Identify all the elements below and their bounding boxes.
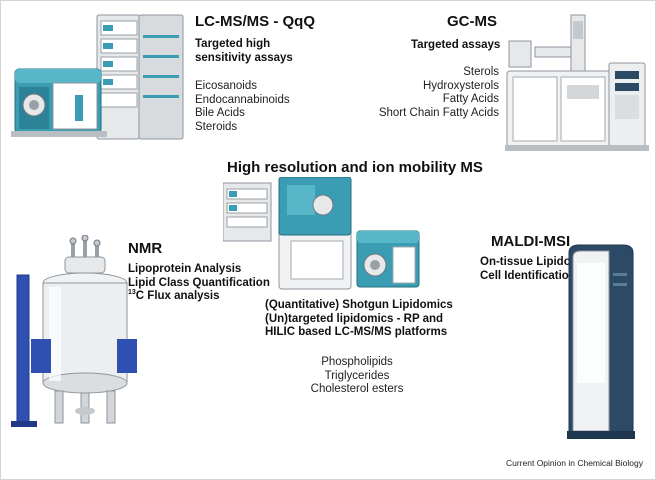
lcms-analyte: Eicosanoids — [195, 80, 258, 92]
nmr-magnet-illustration — [11, 235, 137, 427]
maldi-application: On-tissue Lipidomics — [480, 256, 597, 268]
hrms-method: HILIC based LC-MS/MS platforms — [265, 326, 448, 338]
maldi-title: MALDI-MSI — [491, 233, 571, 250]
hrms-analyte: Phospholipids — [321, 356, 393, 368]
isotope-superscript: 13 — [128, 289, 136, 297]
nmr-flux-text: C Flux analysis — [135, 290, 220, 302]
maldi-application: Cell Identification — [480, 269, 576, 282]
hrms-title: High resolution and ion mobility MS — [227, 159, 483, 176]
hrms-analyte: Cholesterol esters — [310, 383, 404, 395]
gcms-analyte: Sterols — [463, 66, 499, 78]
maldi-application-list: On-tissue Lipidomics Cell Identification — [480, 256, 597, 283]
lcms-subtitle-line: Targeted high — [195, 38, 271, 50]
nmr-title: NMR — [128, 240, 163, 257]
lcms-analyte-list: Eicosanoids Endocannabinoids Bile Acids … — [195, 80, 290, 134]
gcms-analyte: Short Chain Fatty Acids — [378, 106, 499, 119]
lcms-analyte: Endocannabinoids — [195, 93, 290, 106]
journal-caption: Current Opinion in Chemical Biology — [505, 458, 643, 468]
hrms-method: (Un)targeted lipidomics - RP and — [265, 312, 444, 325]
nmr-application: Lipid Class Quantification — [128, 276, 270, 289]
lcms-analyte: Bile Acids — [195, 107, 245, 119]
lcms-qqq-instrument-illustration — [11, 14, 184, 140]
nmr-application: Lipoprotein Analysis — [128, 263, 242, 275]
hrms-analyte: Triglycerides — [324, 369, 390, 382]
hrms-method: (Quantitative) Shotgun Lipidomics — [265, 299, 453, 311]
lcms-title: LC-MS/MS - QqQ — [195, 13, 315, 30]
gcms-title: GC-MS — [447, 13, 497, 30]
maldi-instrument-illustration — [567, 244, 635, 439]
gcms-instrument-illustration — [505, 14, 649, 151]
nmr-application-list: Lipoprotein Analysis Lipid Class Quantif… — [128, 263, 270, 304]
gcms-analyte: Hydroxysterols — [422, 79, 499, 92]
nmr-flux-line: 13C Flux analysis — [128, 289, 270, 304]
hrms-analyte-list: Phospholipids Triglycerides Cholesterol … — [257, 356, 457, 397]
lcms-subtitle: Targeted high sensitivity assays — [195, 38, 293, 65]
lcms-subtitle-line: sensitivity assays — [195, 51, 293, 64]
hrms-method-list: (Quantitative) Shotgun Lipidomics (Un)ta… — [265, 299, 453, 340]
gcms-subtitle: Targeted assays — [411, 39, 501, 51]
hrms-instrument-illustration — [223, 177, 420, 290]
lcms-analyte: Steroids — [195, 120, 238, 133]
gcms-analyte-list: Sterols Hydroxysterols Fatty Acids Short… — [379, 66, 499, 120]
gcms-analyte: Fatty Acids — [442, 93, 499, 105]
